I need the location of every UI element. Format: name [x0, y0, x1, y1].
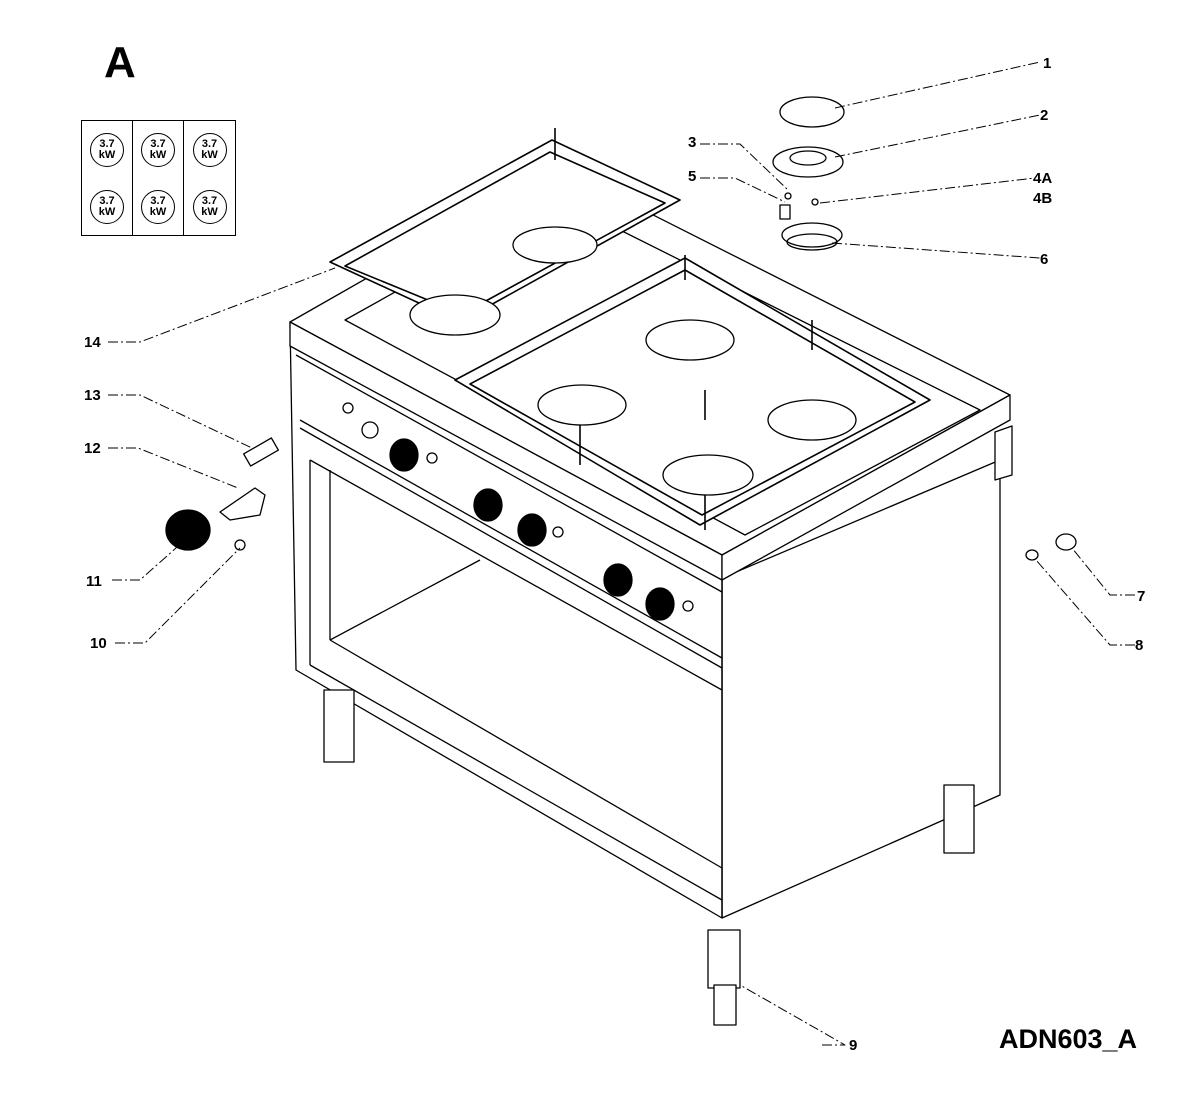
power-unit: kW: [149, 148, 167, 161]
callout-5: 5: [688, 168, 697, 185]
power-unit: kW: [98, 148, 116, 161]
callout-4a: 4A: [1033, 170, 1053, 187]
exploded-parts: [165, 96, 1077, 561]
callout-4b: 4B: [1033, 190, 1053, 207]
callout-8: 8: [1135, 637, 1144, 654]
power-unit: kW: [149, 205, 167, 218]
power-value: 3.7: [99, 137, 115, 150]
power-unit: kW: [201, 148, 218, 161]
callout-3: 3: [688, 134, 697, 151]
callout-13: 13: [84, 387, 101, 404]
drawing-code: ADN603_A: [999, 1024, 1138, 1054]
burners: [409, 226, 857, 496]
figure-letter: A: [104, 38, 136, 87]
callout-14: 14: [84, 334, 101, 351]
callout-11: 11: [86, 573, 102, 590]
control-knobs: [389, 438, 675, 621]
callout-6: 6: [1040, 251, 1049, 268]
cabinet-front: [289, 321, 723, 919]
callout-12: 12: [84, 440, 101, 457]
callout-2: 2: [1040, 107, 1049, 124]
power-value: 3.7: [201, 137, 218, 150]
callout-7: 7: [1137, 588, 1146, 605]
power-value: 3.7: [150, 194, 166, 207]
leader-lines: [108, 61, 1135, 1046]
power-value: 3.7: [99, 194, 115, 207]
callout-9: 9: [849, 1037, 858, 1054]
pan-supports: [329, 128, 931, 530]
callout-10: 10: [90, 635, 107, 652]
legs: [323, 689, 975, 1026]
power-unit: kW: [201, 205, 218, 218]
power-value: 3.7: [150, 137, 166, 150]
ignition-buttons: [342, 402, 694, 612]
power-value: 3.7: [201, 194, 218, 207]
callout-1: 1: [1043, 55, 1052, 72]
power-unit: kW: [98, 205, 116, 218]
